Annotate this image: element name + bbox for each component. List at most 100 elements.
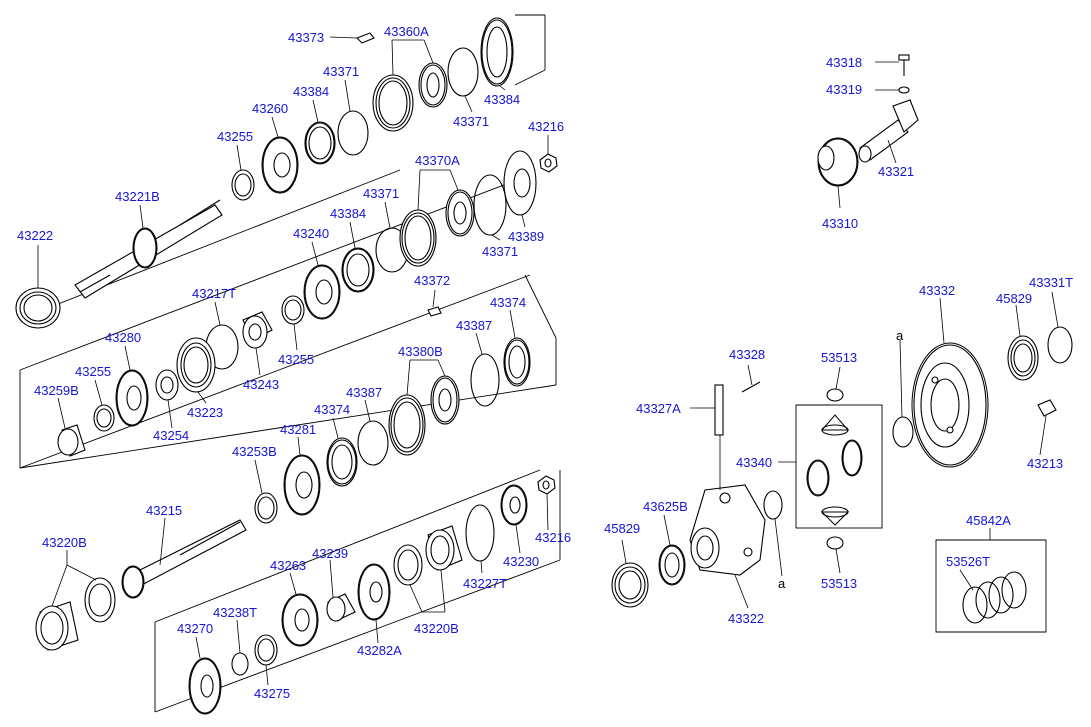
part-43625B-speedometer-gear xyxy=(658,544,686,586)
label-45829-b[interactable]: 45829 xyxy=(996,291,1032,306)
part-shim-a-upper xyxy=(892,416,914,448)
part-43318-bolt xyxy=(898,54,910,76)
label-43310[interactable]: 43310 xyxy=(822,216,858,231)
label-53526T[interactable]: 53526T xyxy=(946,554,990,569)
label-43240[interactable]: 43240 xyxy=(293,226,329,241)
part-43220B-taper-bearing-a xyxy=(35,577,116,651)
part-43255-needle-bearing-a xyxy=(231,169,255,201)
label-45842A[interactable]: 45842A xyxy=(966,513,1011,528)
frame-upper-shaft xyxy=(19,169,557,469)
part-43373-key xyxy=(356,32,375,44)
label-43332[interactable]: 43332 xyxy=(919,283,955,298)
label-43270[interactable]: 43270 xyxy=(177,621,213,636)
label-43373[interactable]: 43373 xyxy=(288,30,324,45)
part-43384-ring-b xyxy=(480,17,514,87)
label-43217T[interactable]: 43217T xyxy=(192,286,236,301)
part-53526T-shim-set xyxy=(962,571,1027,624)
label-43389[interactable]: 43389 xyxy=(508,229,544,244)
label-43340[interactable]: 43340 xyxy=(736,455,772,470)
label-43215[interactable]: 43215 xyxy=(146,503,182,518)
part-43384-ring-c xyxy=(341,247,375,293)
label-43230[interactable]: 43230 xyxy=(503,554,539,569)
label-43370A[interactable]: 43370A xyxy=(415,153,460,168)
label-43275[interactable]: 43275 xyxy=(254,686,290,701)
part-43322-differential-case xyxy=(689,484,766,576)
part-43340-differential-gear-set xyxy=(806,414,863,526)
part-43280-gear xyxy=(115,369,149,427)
part-43215-output-shaft xyxy=(121,519,247,599)
label-43280[interactable]: 43280 xyxy=(105,330,141,345)
part-43310-driven-gear xyxy=(817,137,859,187)
part-43321-driven-sleeve xyxy=(858,99,919,163)
label-43625B[interactable]: 43625B xyxy=(643,499,688,514)
label-43255-c[interactable]: 43255 xyxy=(278,352,314,367)
label-43239[interactable]: 43239 xyxy=(312,546,348,561)
label-43322[interactable]: 43322 xyxy=(728,611,764,626)
label-43384-a[interactable]: 43384 xyxy=(293,84,329,99)
part-43371-ring-a xyxy=(337,110,369,156)
label-43221B[interactable]: 43221B xyxy=(115,189,160,204)
label-43227T[interactable]: 43227T xyxy=(463,576,507,591)
label-43220B-a[interactable]: 43220B xyxy=(42,535,87,550)
label-43216-a[interactable]: 43216 xyxy=(528,119,564,134)
part-43263-gear xyxy=(281,593,319,647)
label-43254[interactable]: 43254 xyxy=(153,428,189,443)
label-43253B[interactable]: 43253B xyxy=(232,444,277,459)
label-43321[interactable]: 43321 xyxy=(878,164,914,179)
label-43222[interactable]: 43222 xyxy=(17,228,53,243)
label-43216-b[interactable]: 43216 xyxy=(535,530,571,545)
label-43281[interactable]: 43281 xyxy=(280,422,316,437)
part-43374-ring-a xyxy=(503,337,531,387)
label-43374-a[interactable]: 43374 xyxy=(490,295,526,310)
frame-differential-gears xyxy=(795,404,883,529)
label-53513-b[interactable]: 53513 xyxy=(821,576,857,591)
part-43259B-bushing xyxy=(57,424,86,457)
label-43387-a[interactable]: 43387 xyxy=(456,318,492,333)
part-43281-gear xyxy=(283,454,321,516)
label-43328[interactable]: 43328 xyxy=(729,347,765,362)
label-43260[interactable]: 43260 xyxy=(252,101,288,116)
reference-a-upper: a xyxy=(896,328,904,343)
part-labels: 43373 43360A 43371 43384 43260 43255 432… xyxy=(17,24,1073,701)
label-43327A[interactable]: 43327A xyxy=(636,401,681,416)
leader-lines xyxy=(37,36,1059,686)
part-43332-ring-gear xyxy=(911,342,989,468)
part-43380B-synchronizer xyxy=(388,375,460,456)
label-53513-a[interactable]: 53513 xyxy=(821,350,857,365)
label-43371-a[interactable]: 43371 xyxy=(323,64,359,79)
label-43374-b[interactable]: 43374 xyxy=(314,402,350,417)
label-43384-b[interactable]: 43384 xyxy=(484,92,520,107)
part-43328-pin xyxy=(741,381,761,393)
label-43380B[interactable]: 43380B xyxy=(398,344,443,359)
label-43371-b[interactable]: 43371 xyxy=(453,114,489,129)
label-43387-b[interactable]: 43387 xyxy=(346,385,382,400)
label-43282A[interactable]: 43282A xyxy=(357,643,402,658)
label-43372[interactable]: 43372 xyxy=(414,273,450,288)
part-shim-a-lower xyxy=(763,490,783,520)
part-43282A-gear xyxy=(357,563,391,621)
label-43371-c[interactable]: 43371 xyxy=(363,186,399,201)
part-43255-needle-bearing-b xyxy=(93,404,115,432)
label-43318[interactable]: 43318 xyxy=(826,55,862,70)
label-43331T[interactable]: 43331T xyxy=(1029,275,1073,290)
part-43254-washer xyxy=(155,369,179,401)
part-43253B-needle-bearing xyxy=(254,492,278,524)
label-43238T[interactable]: 43238T xyxy=(213,605,257,620)
part-43216-lock-nut-a xyxy=(539,153,558,173)
label-43371-d[interactable]: 43371 xyxy=(482,244,518,259)
label-43384-c[interactable]: 43384 xyxy=(330,206,366,221)
label-43360A[interactable]: 43360A xyxy=(384,24,429,39)
label-43319[interactable]: 43319 xyxy=(826,82,862,97)
label-43255-a[interactable]: 43255 xyxy=(217,129,253,144)
label-43255-b[interactable]: 43255 xyxy=(75,364,111,379)
label-43259B[interactable]: 43259B xyxy=(34,383,79,398)
label-43243[interactable]: 43243 xyxy=(243,377,279,392)
label-43263[interactable]: 43263 xyxy=(270,558,306,573)
label-43213[interactable]: 43213 xyxy=(1027,456,1063,471)
label-43220B-b[interactable]: 43220B xyxy=(414,621,459,636)
reference-a-lower: a xyxy=(778,576,786,591)
label-45829-a[interactable]: 45829 xyxy=(604,521,640,536)
part-43240-gear xyxy=(303,264,341,320)
label-43223[interactable]: 43223 xyxy=(187,405,223,420)
frame-shim-kit xyxy=(935,539,1047,633)
